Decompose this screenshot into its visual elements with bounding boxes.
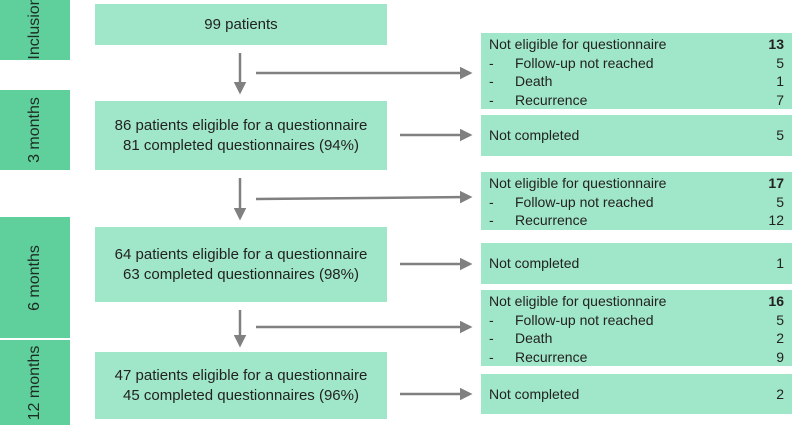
not-completed-value: 2 bbox=[776, 385, 784, 402]
reason-dash: - bbox=[489, 73, 494, 89]
not-eligible-total: 13 bbox=[768, 36, 784, 52]
reason-dash: - bbox=[489, 311, 494, 328]
not-eligible-box-2: Not eligible for questionnaire 17 - Foll… bbox=[481, 172, 792, 230]
reason-row: - Recurrence 9 bbox=[489, 348, 784, 367]
reason-value: 7 bbox=[776, 91, 784, 108]
main-box-line2: 63 completed questionnaires (98%) bbox=[123, 265, 359, 283]
reason-row: - Follow-up not reached 5 bbox=[489, 311, 784, 330]
reason-value: 1 bbox=[776, 73, 784, 89]
reason-label: Recurrence bbox=[515, 212, 588, 228]
not-completed-value: 5 bbox=[776, 127, 784, 144]
not-eligible-box-3: Not eligible for questionnaire 16 - Foll… bbox=[481, 290, 792, 366]
reason-label: Recurrence bbox=[515, 91, 588, 108]
main-box-line1: 47 patients eligible for a questionnaire bbox=[114, 366, 368, 384]
phase-bar-12-months: 12 months bbox=[0, 340, 70, 425]
not-completed-box-2: Not completed 1 bbox=[481, 243, 792, 284]
reason-dash: - bbox=[489, 330, 494, 346]
reason-value: 2 bbox=[776, 330, 784, 346]
not-completed-row: Not completed 2 bbox=[489, 385, 784, 404]
reason-label: Death bbox=[515, 73, 553, 89]
reason-row: - Follow-up not reached 5 bbox=[489, 54, 784, 73]
not-eligible-title: Not eligible for questionnaire bbox=[489, 293, 667, 309]
not-completed-label: Not completed bbox=[489, 385, 580, 402]
not-completed-row: Not completed 1 bbox=[489, 254, 784, 273]
not-eligible-total: 16 bbox=[768, 293, 784, 309]
phase-bar-6-months: 6 months bbox=[0, 217, 70, 338]
reason-row: - Recurrence 7 bbox=[489, 91, 784, 110]
main-box-6-months: 64 patients eligible for a questionnaire… bbox=[95, 227, 387, 302]
not-completed-box-3: Not completed 2 bbox=[481, 374, 792, 414]
not-completed-label: Not completed bbox=[489, 127, 580, 144]
not-completed-box-1: Not completed 5 bbox=[481, 115, 792, 156]
not-eligible-total: 17 bbox=[768, 175, 784, 191]
not-eligible-header: Not eligible for questionnaire 13 bbox=[489, 35, 784, 54]
main-box-3-months: 86 patients eligible for a questionnaire… bbox=[95, 101, 387, 170]
reason-label: Follow-up not reached bbox=[515, 54, 654, 71]
not-eligible-box-1: Not eligible for questionnaire 13 - Foll… bbox=[481, 33, 792, 109]
phase-bar-inclusion: Inclusion bbox=[0, 0, 70, 60]
main-box-12-months: 47 patients eligible for a questionnaire… bbox=[95, 352, 387, 419]
phase-bar-3-months: 3 months bbox=[0, 90, 70, 170]
reason-label: Follow-up not reached bbox=[515, 193, 654, 210]
main-box-line1: 99 patients bbox=[204, 15, 278, 33]
not-eligible-title: Not eligible for questionnaire bbox=[489, 36, 667, 52]
arrow-right-excluded-2 bbox=[255, 190, 473, 204]
reason-value: 5 bbox=[776, 311, 784, 328]
not-completed-label: Not completed bbox=[489, 255, 580, 272]
not-eligible-title: Not eligible for questionnaire bbox=[489, 175, 667, 191]
reason-value: 12 bbox=[768, 212, 784, 228]
main-box-line2: 81 completed questionnaires (94%) bbox=[123, 136, 359, 154]
reason-dash: - bbox=[489, 193, 494, 210]
main-box-inclusion: 99 patients bbox=[95, 4, 387, 45]
reason-dash: - bbox=[489, 212, 494, 228]
reason-row: - Follow-up not reached 5 bbox=[489, 193, 784, 212]
not-eligible-header: Not eligible for questionnaire 16 bbox=[489, 292, 784, 311]
reason-value: 9 bbox=[776, 348, 784, 365]
reason-dash: - bbox=[489, 54, 494, 71]
not-completed-row: Not completed 5 bbox=[489, 126, 784, 145]
not-eligible-header: Not eligible for questionnaire 17 bbox=[489, 174, 784, 193]
reason-label: Death bbox=[515, 330, 553, 346]
reason-dash: - bbox=[489, 91, 494, 108]
not-completed-value: 1 bbox=[776, 255, 784, 272]
main-box-line1: 64 patients eligible for a questionnaire bbox=[114, 245, 368, 263]
main-box-line1: 86 patients eligible for a questionnaire bbox=[114, 116, 368, 134]
reason-row: - Recurrence 12 bbox=[489, 211, 784, 230]
reason-dash: - bbox=[489, 348, 494, 365]
reason-row: - Death 1 bbox=[489, 72, 784, 91]
reason-value: 5 bbox=[776, 54, 784, 71]
reason-label: Follow-up not reached bbox=[515, 311, 654, 328]
main-box-line2: 45 completed questionnaires (96%) bbox=[123, 386, 359, 404]
reason-row: - Death 2 bbox=[489, 329, 784, 348]
reason-value: 5 bbox=[776, 193, 784, 210]
reason-label: Recurrence bbox=[515, 348, 588, 365]
